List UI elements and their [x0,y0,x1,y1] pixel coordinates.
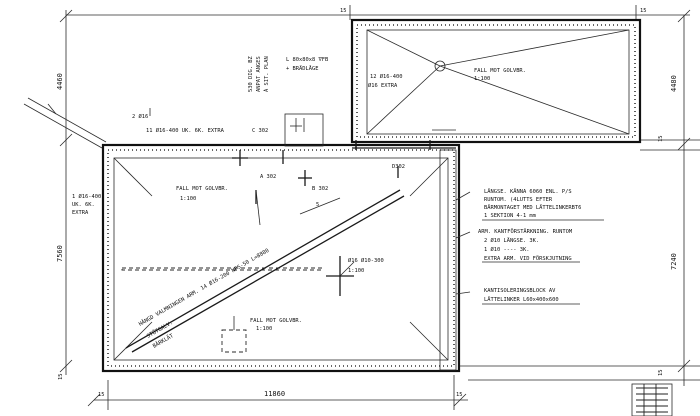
dim-15-top-right: 15 [640,8,647,14]
note-rebar-side-a: 1 Ø16-400 [72,193,101,200]
dim-4460: 4460 [56,73,64,90]
note2-a: ARM. KANTFÖRSTÄRKNING. RUNTOM [478,228,573,235]
dim-15-right-lower: 15 [658,370,664,377]
leader-lines [149,108,604,305]
dim-4480: 4480 [670,75,678,92]
upper-slab [350,18,642,150]
note2-c: 1 Ø10 ---- 3K. [484,246,529,253]
dim-15-bottom-right: 15 [456,392,463,398]
bottom-fall-box [221,316,247,353]
note1-d: 1 SEKTION 4-1 mm [484,213,536,219]
note-center-rebar-b: 1:100 [348,268,364,274]
note1-c: BÄRMONTAGET MED LÄTTELINKERBT6 [484,204,581,211]
note-rebar-side-c: EXTRA [72,210,89,216]
note-center-rebar-a: Ø16 Ø10-300 [348,257,384,264]
main-slab [101,143,461,373]
corner-hatch [631,383,673,416]
marker-a302: A 302 [260,174,276,180]
dim-15-right-upper: 15 [658,136,664,143]
note-rebar-upper-a: 12 Ø16-400 [370,73,402,80]
annotations: 530 DIG. BZ ANPAT ANGES À SIT. PLAN L 80… [72,56,581,350]
note-vert-b: ANPAT ANGES [256,56,262,92]
note1-a: LÄNGSE. KÄNNA 6060 ENL. P/S [484,188,572,195]
note3-b: LÄTTELINKER L60x400x600 [484,296,559,303]
note-fall-upper-a: FALL MOT GOLVBR. [474,68,526,74]
marker-5: 5 [316,202,319,208]
note-rebar-left-b: 11 Ø16-400 UK. 6K. EXTRA [146,127,225,134]
note-rebar-side-b: UK. 6K. [72,202,95,208]
note-vert-a: 530 DIG. BZ [248,56,254,92]
note-rebar-upper-b: Ø16 EXTRA [368,82,398,89]
note-lintel-a: L 80x80x8 ∇FB [286,57,328,63]
note1-b: RUNTOM. (4LUTTS EFTER [484,197,553,203]
dim-15-top-left: 15 [340,8,347,14]
note-diagonal-rebar: HÄNGD VALMNINGEN ARM. 14 Ø16-200 NPS-50 … [138,247,271,328]
note-fall-bottom-a: FALL MOT GOLVBR. [250,318,302,324]
note-lintel-b: + BRÄDLÅGE [286,65,318,72]
dim-15-bottom-left: 15 [98,392,105,398]
center-marker [326,256,355,296]
dim-11860: 11860 [264,390,285,398]
note-fall-bottom-b: 1:100 [256,326,272,332]
dim-7240: 7240 [670,253,678,270]
note-vert-c: À SIT. PLAN [263,56,270,92]
note-rebar-left-a: 2 Ø16 [132,113,148,120]
note-fall-main-a: FALL MOT GOLVBR. [176,186,228,192]
dim-7560: 7560 [56,245,64,262]
slab-connection [284,113,456,150]
note-fall-main-b: 1:100 [180,196,196,202]
marker-d302: D302 [392,164,405,170]
diagonal-rebar [23,97,405,353]
note-fall-upper-b: 1:100 [474,76,490,82]
dim-15-left: 15 [58,374,64,381]
note2-b: 2 Ø10 LÄNGSE. 3K. [484,237,539,244]
note2-d: EXTRA ARM. VID FÖRSKJUTNING [484,255,572,262]
note3-a: KANTISOLERINGSBLOCK AV [484,288,556,294]
marker-b302: B 302 [312,186,328,192]
marker-c302: C 302 [252,128,268,134]
dimension-lines [59,5,700,410]
